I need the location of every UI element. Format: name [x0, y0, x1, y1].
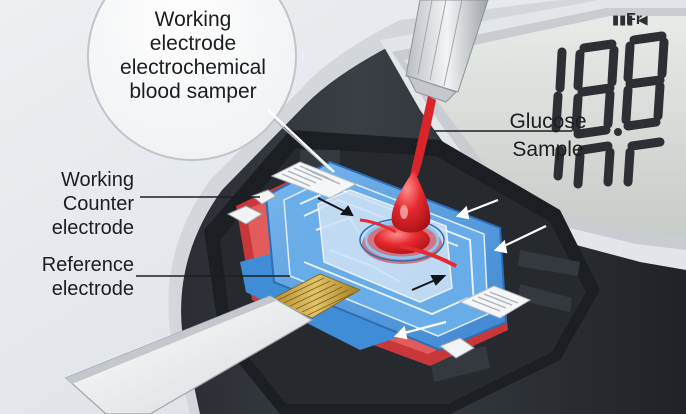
ref-line-2: electrode: [51, 278, 134, 300]
display-top-right-text: Fr: [626, 11, 642, 28]
blood-drop: [391, 96, 436, 233]
wce-line-3: electrode: [51, 217, 134, 239]
wce-line-2: Counter: [62, 193, 134, 215]
callout-label: Working electrode electrochemical blood …: [118, 8, 268, 104]
right-connector: [458, 285, 532, 319]
glucose-line-1: Glucose: [509, 110, 587, 133]
callout-line-4: blood samper: [129, 80, 257, 103]
display-top-left-glyphs: ▮▮▮ ◀: [612, 13, 648, 28]
blood-sample-spot: [359, 218, 457, 268]
lcd-screen: Fr ▮▮▮ ◀: [404, 11, 686, 236]
white-pointer-arrows: [393, 198, 547, 340]
glucose-sample-label: Glucose Sample: [488, 108, 608, 164]
test-strip: [64, 295, 314, 414]
working-counter-electrode-label: Working Counter electrode: [20, 168, 134, 240]
reference-electrode-label: Reference electrode: [20, 253, 134, 301]
top-connector: [270, 161, 358, 199]
wce-line-1: Working: [61, 169, 134, 191]
glucose-line-2: Sample: [512, 138, 584, 161]
annotation-arrows: [317, 197, 447, 291]
callout-line-1: Working: [154, 8, 232, 31]
callout-bubble: [87, 0, 335, 173]
pipette: [405, 0, 489, 103]
callout-line-2: electrode: [149, 32, 237, 55]
clips: [226, 189, 475, 359]
callout-line-3: electrochemical: [120, 56, 266, 79]
leader-lines: [136, 130, 572, 277]
lcd-digits: [551, 31, 669, 189]
ref-line-1: Reference: [41, 254, 134, 276]
